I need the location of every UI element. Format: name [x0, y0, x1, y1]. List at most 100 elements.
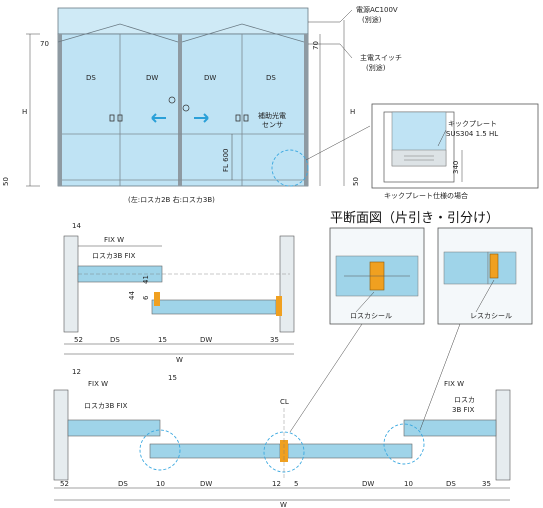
sensor-label-2: センサ	[262, 121, 283, 129]
kick-plate-detail: キックプレート SUS304 1.5 HL 340 キックプレート仕様の場合	[371, 103, 539, 200]
fix-panel-right	[403, 419, 497, 437]
power-label-2: (別途)	[362, 15, 382, 24]
switch-label-1: 主電スイッチ	[360, 53, 402, 62]
plan2-fixw-left: FIX W	[88, 380, 108, 388]
seal-panel-right	[443, 251, 489, 285]
plan2-fix-label-left: ロスカ3B FIX	[84, 402, 128, 410]
plan-section-title: 平断面図（片引き・引分け）	[330, 211, 499, 226]
arrow-right-icon	[194, 113, 209, 123]
transom-glass	[57, 7, 309, 35]
handle-icon	[235, 114, 241, 122]
plan2-ds-right: DS	[446, 480, 456, 488]
plan2-dim-10b: 10	[404, 480, 413, 488]
power-leader	[308, 9, 353, 23]
right-frame	[304, 34, 308, 186]
fl-label: FL 600	[222, 148, 230, 172]
plan1-dim-15: 15	[158, 336, 167, 344]
elevation-view: DS DW DW DS 補助光電 センサ FL 600 H 70 50 70 H…	[2, 5, 402, 204]
detail-title: キックプレート仕様の場合	[384, 191, 468, 200]
height-label: H	[22, 108, 27, 116]
detail-callout-circle	[271, 149, 309, 187]
plan2-dw-left: DW	[200, 480, 212, 488]
plan1-dim-35: 35	[270, 336, 279, 344]
sliding-panel-right	[287, 443, 413, 459]
plan1-dim-44: 44	[128, 291, 136, 300]
seal-detail-left: ロスカシール	[329, 227, 425, 325]
plan2-dim-15: 15	[168, 374, 177, 382]
elevation-dw-left: DW	[146, 74, 158, 82]
plan2-dim-12: 12	[72, 368, 81, 376]
plan1-dw: DW	[200, 336, 212, 344]
power-label-1: 電源AC100V	[356, 5, 398, 14]
sensor-label-1: 補助光電	[258, 111, 286, 120]
center-mullion	[178, 34, 182, 186]
plan1-dim-6: 6	[142, 295, 150, 300]
left-frame	[58, 34, 62, 186]
kick-plate-label-2: SUS304 1.5 HL	[446, 130, 498, 138]
seal-label-left: ロスカシール	[350, 312, 392, 320]
elevation-ds-left: DS	[86, 74, 96, 82]
plan2-fix-label-right-1: ロスカ	[454, 396, 475, 404]
seal-label-right: レスカシール	[470, 312, 512, 320]
sensor-icon	[182, 104, 190, 112]
plan2-dw-right: DW	[362, 480, 374, 488]
plan-view-single: FIX W 14 ロスカ3B FIX 41 44 6 52 DS 15 DW 3…	[63, 222, 295, 364]
seal-element	[489, 253, 499, 279]
plan1-w: W	[176, 356, 183, 364]
plan2-dim-12b: 12	[272, 480, 281, 488]
left-header-line	[57, 23, 179, 43]
detail-leader	[419, 323, 461, 431]
handle-icon	[109, 114, 115, 122]
seal-leader-left	[355, 291, 375, 313]
dim-top-right: 70	[312, 41, 320, 50]
plan2-dim-5: 5	[294, 480, 298, 488]
plan2-fixw-right: FIX W	[444, 380, 464, 388]
elevation-caption: (左:ロスカ2B 右:ロスカ3B)	[128, 195, 215, 204]
switch-label-2: (別途)	[366, 63, 386, 72]
handle-icon	[117, 114, 123, 122]
right-header-line	[181, 23, 305, 43]
left-wall-jamb	[63, 235, 79, 333]
fix-panel-left	[67, 419, 161, 437]
kick-plate	[391, 149, 447, 167]
dim-bottom-left: 50	[2, 177, 10, 186]
sliding-panel-left	[149, 443, 281, 459]
elevation-ds-right: DS	[266, 74, 276, 82]
plan2-ds-left: DS	[118, 480, 128, 488]
elevation-dw-right: DW	[204, 74, 216, 82]
plan1-dim-52: 52	[74, 336, 83, 344]
right-wall-jamb	[279, 235, 295, 333]
seal-detail-right: レスカシール	[437, 227, 533, 325]
plan-view-double: CL FIX W FIX W 12 15 ロスカ3B FIX ロスカ 3B FI…	[53, 323, 511, 508]
door-seal	[154, 292, 160, 306]
kick-height: 340	[452, 161, 460, 174]
plan1-dim-14: 14	[72, 222, 81, 230]
sliding-panel	[151, 299, 277, 315]
detail-callout-circle	[383, 423, 425, 465]
height-label-right: H	[350, 108, 355, 116]
plan1-ds: DS	[110, 336, 120, 344]
plan1-fixw: FIX W	[104, 236, 124, 244]
sensor-icon	[168, 96, 176, 104]
plan2-fix-label-right-2: 3B FIX	[452, 406, 475, 414]
detail-callout-circle	[139, 429, 181, 471]
dim-top-left: 70	[40, 40, 49, 48]
right-wall-jamb	[495, 389, 511, 481]
arrow-left-icon	[151, 113, 166, 123]
plan1-fix-label: ロスカ3B FIX	[92, 252, 136, 260]
detail-leader	[305, 125, 371, 161]
plan2-dim-10: 10	[156, 480, 165, 488]
detail-leader	[289, 323, 363, 433]
door-glass-area	[57, 33, 309, 187]
plan2-dim-52: 52	[60, 480, 69, 488]
plan2-cl: CL	[280, 398, 289, 406]
left-wall-jamb	[53, 389, 69, 481]
kick-plate-label-1: キックプレート	[448, 120, 497, 128]
seal-leader-right	[475, 279, 495, 313]
plan2-dim-35: 35	[482, 480, 491, 488]
plan1-dim-41: 41	[142, 275, 150, 284]
switch-leader	[308, 43, 353, 59]
handle-icon	[243, 114, 249, 122]
kick-plate-leader	[437, 129, 447, 147]
